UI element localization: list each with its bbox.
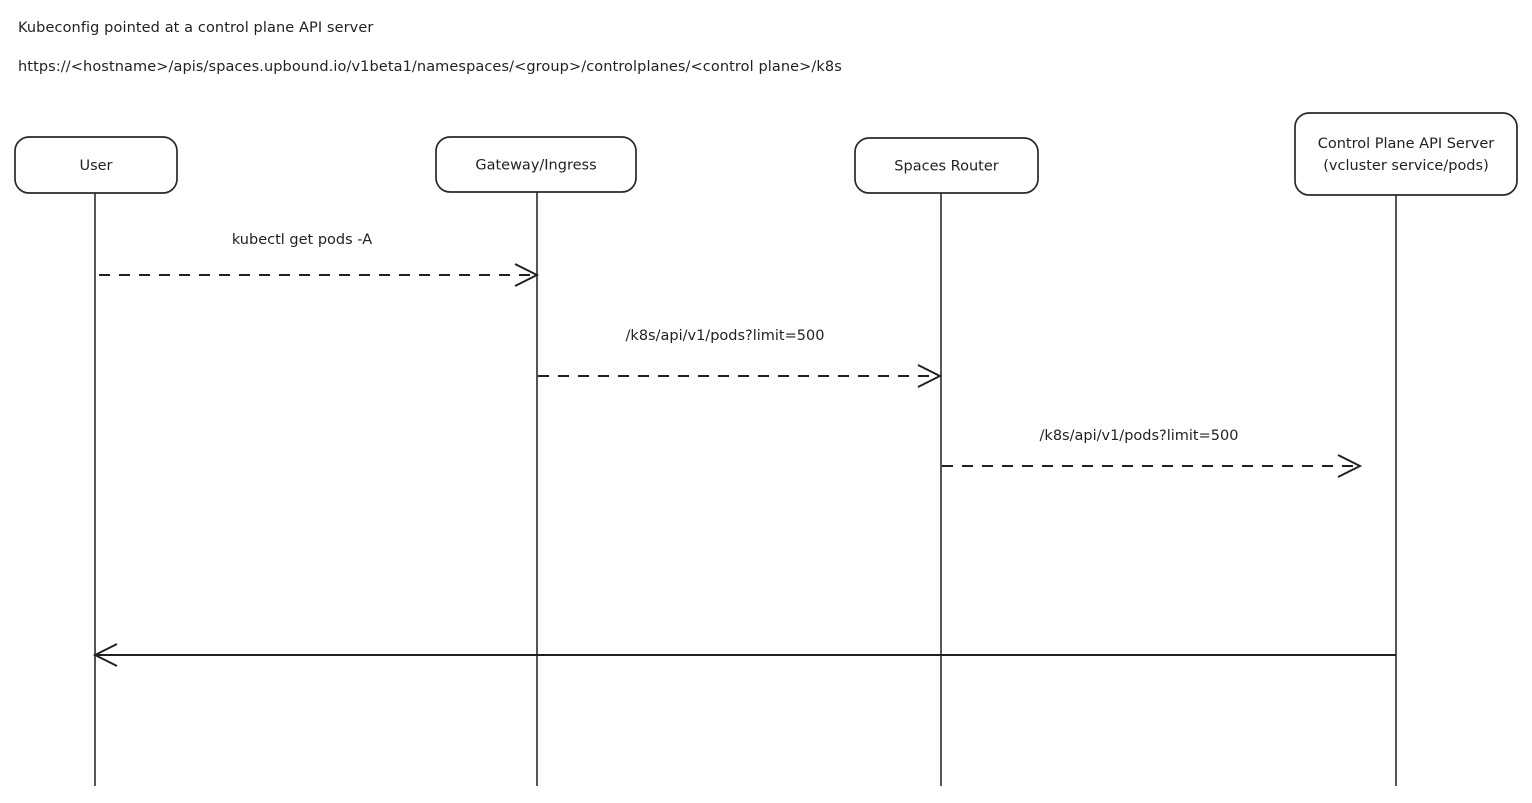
msg-router-to-apiserver-arrowhead-icon — [1337, 454, 1363, 478]
participant-control-plane-api-server[interactable]: Control Plane API Server (vcluster servic… — [1294, 112, 1518, 196]
participant-label-gateway: Gateway/Ingress — [475, 158, 596, 174]
participant-label-control-plane-api-server: Control Plane API Server — [1318, 136, 1495, 152]
messages-layer: kubectl get pods -A/k8s/api/v1/pods?limi… — [92, 232, 1396, 667]
msg-response-to-user[interactable] — [92, 643, 1396, 667]
participant-box-gateway — [435, 136, 637, 193]
participant-box-spaces-router — [854, 137, 1039, 194]
msg-kubectl-get-pods-label: kubectl get pods -A — [232, 232, 372, 248]
participant-gateway[interactable]: Gateway/Ingress — [435, 136, 637, 193]
msg-gateway-to-router-label: /k8s/api/v1/pods?limit=500 — [626, 328, 825, 344]
msg-kubectl-get-pods[interactable]: kubectl get pods -A — [99, 232, 540, 287]
note-kubeconfig-url: https://<hostname>/apis/spaces.upbound.i… — [18, 59, 842, 75]
actors-layer: User Gateway/Ingress Spaces Router Control … — [14, 112, 1518, 196]
participant-sublabel-control-plane-api-server: (vcluster service/pods) — [1323, 158, 1488, 174]
msg-gateway-to-router[interactable]: /k8s/api/v1/pods?limit=500 — [538, 328, 943, 388]
participant-box-user — [14, 136, 178, 194]
msg-router-to-apiserver-label: /k8s/api/v1/pods?limit=500 — [1040, 428, 1239, 444]
participant-user[interactable]: User — [14, 136, 178, 194]
participant-label-spaces-router: Spaces Router — [894, 159, 998, 175]
msg-gateway-to-router-arrowhead-icon — [917, 364, 943, 388]
note-kubeconfig-title: Kubeconfig pointed at a control plane AP… — [18, 20, 374, 36]
msg-kubectl-get-pods-arrowhead-icon — [514, 263, 540, 287]
msg-router-to-apiserver[interactable]: /k8s/api/v1/pods?limit=500 — [942, 428, 1363, 478]
participant-label-user: User — [79, 158, 112, 174]
participant-box-control-plane-api-server — [1294, 112, 1518, 196]
lifelines-layer — [94, 192, 1397, 786]
msg-response-to-user-arrowhead-icon — [92, 643, 118, 667]
participant-spaces-router[interactable]: Spaces Router — [854, 137, 1039, 194]
